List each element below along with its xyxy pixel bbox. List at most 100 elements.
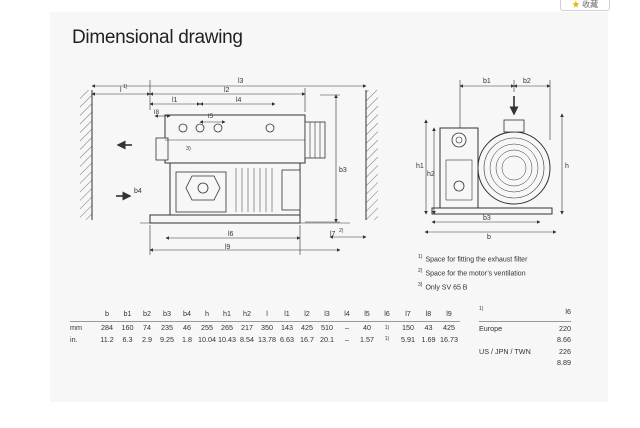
page-title: Dimensional drawing [72,27,243,48]
table-cell: 226 [559,347,571,356]
left-wall-hatch [80,90,92,220]
favorite-button[interactable]: ★ 收藏 [560,0,610,11]
label-l: l [120,87,122,94]
table-cell: 6.3 [122,334,133,344]
table-cell: 143 [277,321,297,334]
label-l4: l4 [236,97,242,104]
col-header: h1 [223,308,231,318]
table-cell: 8.89 [557,358,571,367]
table-cell: 160 [118,321,137,334]
ref-1-side: 1) [123,84,128,90]
table-cell: 284 [96,321,118,334]
side-table-mark: 1) [479,306,484,312]
table-row: in. 11.2 6.3 2.9 9.25 1.8 10.04 10.43 8.… [70,334,460,346]
table-cell: 8.66 [557,335,571,344]
side-table-header: 1) l6 [479,305,571,321]
label-b3-front: b3 [483,215,491,222]
table-cell: 255 [197,321,217,334]
footnotes: 1)Space for fitting the exhaust filter 2… [418,252,527,293]
region-label: Europe [479,324,503,333]
table-cell: – [337,321,357,334]
label-l3: l3 [238,78,244,85]
dimensions-table: b b1 b2 b3 b4 h h1 h2 l l1 l2 l3 l4 l5 l… [70,305,460,345]
label-l1: l1 [172,97,178,104]
table-cell: 6.63 [280,334,294,344]
col-header: l5 [364,308,370,318]
col-header: l8 [425,308,432,318]
footnote-3: 3)Only SV 65 B [418,281,468,291]
table-row: US / JPN / TWN 226 8.89 [479,345,571,368]
col-header: b1 [123,308,132,318]
row-unit: mm [70,321,96,334]
label-b: b [487,234,491,241]
col-header: l4 [344,308,350,318]
favorite-label: 收藏 [582,0,599,9]
table-row: mm 284 160 74 235 46 255 265 217 350 143… [70,321,460,334]
label-h2: h2 [427,171,435,178]
table-cell: 40 [357,321,377,334]
table-cell: 43 [419,321,438,334]
table-row: Europe 220 8.66 [479,321,571,345]
table-cell: 265 [217,321,237,334]
region-label: US / JPN / TWN [479,347,531,356]
label-b2: b2 [523,78,531,85]
col-header: l3 [324,308,330,318]
front-view: b1 b2 b3 b h1 h2 h [416,78,569,241]
star-icon: ★ [571,0,580,9]
col-header: b4 [183,308,191,318]
table-cell: 74 [137,321,157,334]
pump-housing [164,114,306,164]
right-wall-hatch [366,90,378,220]
table-cell: 46 [177,321,197,334]
table-cell: 8.54 [240,334,254,344]
table-cell: 150 [397,321,419,334]
table-cell: 1.57 [360,334,374,344]
col-header: l7 [405,308,411,318]
table-cell: 10.04 [198,334,216,344]
table-cell: 13.78 [258,334,276,344]
col-header: l6 [384,308,390,318]
table-cell: 350 [257,321,277,334]
table-cell: 9.25 [160,334,174,344]
table-cell: 217 [237,321,257,334]
table-cell: 16.7 [300,334,314,344]
table-cell: – [345,334,349,344]
side-table-col: l6 [565,307,571,316]
table-cell: 20.1 [320,334,334,344]
base-plate [149,214,301,224]
label-b1: b1 [483,78,491,85]
table-header-row: b b1 b2 b3 b4 h h1 h2 l l1 l2 l3 l4 l5 l… [70,305,460,322]
label-h1: h1 [416,163,424,170]
col-header: b [105,308,109,318]
col-header: l1 [284,308,290,318]
col-header: h2 [243,308,251,318]
ref-2-side: 2) [339,228,344,234]
content-panel [50,12,608,402]
table-cell: 425 [438,321,460,334]
table-cell: 1) [384,336,390,343]
table-cell: 5.91 [401,334,415,344]
label-l2: l2 [224,87,230,94]
col-header: l [266,308,268,318]
table-cell: 220 [559,324,571,333]
table-cell: 1.69 [421,334,436,344]
col-header: b2 [143,308,151,318]
label-b3-side: b3 [339,167,347,174]
label-b4: b4 [134,188,142,195]
footnote-2: 2)Space for the motor’s ventilation [418,267,526,278]
table-cell: 425 [297,321,317,334]
l6-region-table: 1) l6 Europe 220 8.66 US / JPN / TWN 226… [479,305,571,368]
col-header: l9 [446,308,452,318]
label-h: h [565,163,569,170]
table-cell: 10.43 [218,334,236,344]
col-header: b3 [163,308,171,318]
table-cell: 2.9 [142,334,152,344]
label-l6: l6 [228,231,234,238]
label-l8: l8 [154,109,159,116]
footnote-1: 1)Space for fitting the exhaust filter [418,254,528,264]
col-header: l2 [304,308,310,318]
label-l9: l9 [225,244,231,251]
table-cell: 11.2 [100,334,114,344]
table-cell: 1) [377,321,397,334]
